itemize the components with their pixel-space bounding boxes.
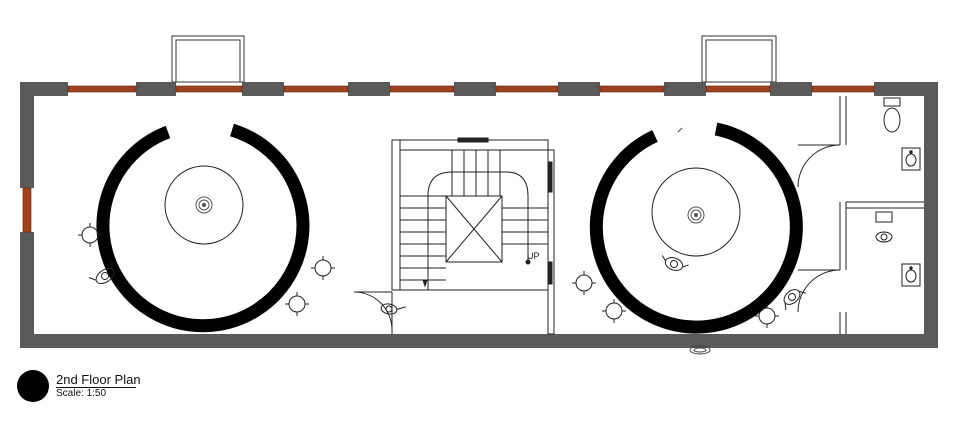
title-underline bbox=[56, 387, 136, 388]
person-figure bbox=[88, 261, 115, 285]
stool bbox=[602, 299, 626, 323]
sink-fixture bbox=[901, 147, 921, 171]
ring-installation-left bbox=[96, 123, 310, 333]
stool bbox=[78, 223, 102, 247]
drawing-title: 2nd Floor Plan bbox=[56, 372, 141, 387]
stool bbox=[755, 304, 779, 328]
stool bbox=[572, 271, 596, 295]
urinal-fixture bbox=[875, 211, 893, 223]
window-left bbox=[22, 187, 32, 233]
stair-core bbox=[391, 137, 555, 335]
stool-seats bbox=[78, 223, 779, 328]
ring-installation-right bbox=[589, 122, 803, 334]
person-figure bbox=[875, 231, 893, 243]
exterior-walls bbox=[20, 82, 938, 348]
drawing-scale: Scale: 1:50 bbox=[56, 388, 107, 399]
balcony-left bbox=[171, 35, 245, 83]
restroom-partitions bbox=[797, 96, 924, 334]
person-figures bbox=[88, 231, 893, 315]
stool bbox=[285, 292, 309, 316]
title-marker bbox=[17, 370, 49, 402]
person-figure bbox=[661, 255, 689, 271]
stool bbox=[311, 256, 335, 280]
toilet-fixture bbox=[883, 97, 901, 133]
stair-up-label: UP bbox=[527, 251, 540, 261]
balcony-right bbox=[701, 35, 777, 83]
person-figure bbox=[380, 303, 406, 315]
light-fixture bbox=[689, 345, 711, 355]
stair-door bbox=[353, 291, 393, 334]
windows-top bbox=[67, 85, 875, 93]
sink-fixture bbox=[901, 263, 921, 287]
